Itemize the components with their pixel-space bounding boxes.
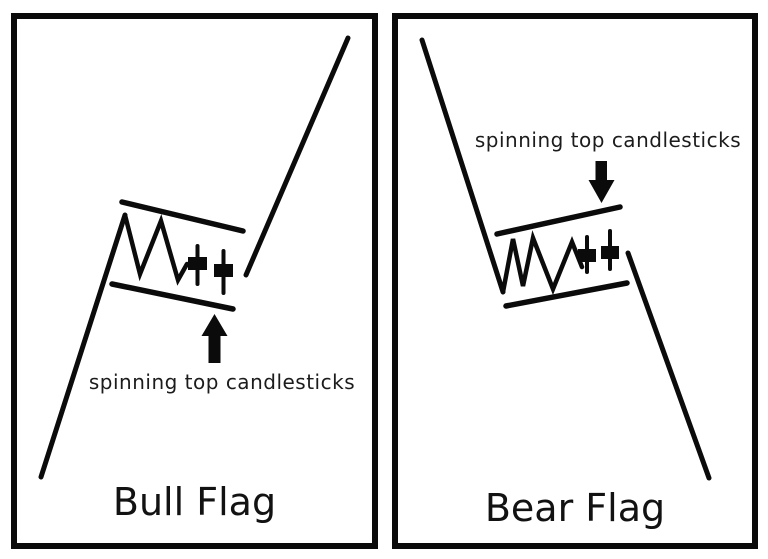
bear-flag-upper-boundary-line bbox=[494, 204, 623, 237]
bull-annotation-label: spinning top candlesticks bbox=[88, 370, 356, 394]
bull-flagpole-line bbox=[38, 212, 128, 480]
bear-flagpole-line bbox=[419, 37, 506, 295]
bull-breakout-trend-line bbox=[243, 35, 351, 278]
bull-flag-panel bbox=[11, 13, 378, 549]
bear-flag-title: Bear Flag bbox=[484, 486, 666, 530]
bull-up-arrow-icon bbox=[201, 314, 228, 363]
bear-flag-lower-boundary-line bbox=[503, 280, 630, 309]
bear-down-arrow-icon bbox=[588, 161, 615, 203]
bear-spinning-top-candle-2-body bbox=[601, 246, 619, 259]
bull-consolidation-zigzag bbox=[122, 212, 190, 286]
bull-spinning-top-candle-1-body bbox=[188, 257, 207, 270]
bull-flag-lower-boundary-line bbox=[109, 281, 236, 312]
bull-flag-title: Bull Flag bbox=[112, 480, 277, 524]
bull-flag-upper-boundary-line bbox=[119, 199, 246, 234]
bull-spinning-top-candle-2-body bbox=[214, 264, 233, 277]
bear-breakdown-trend-line bbox=[625, 250, 712, 481]
bear-flag-panel bbox=[392, 13, 758, 549]
bear-annotation-label: spinning top candlesticks bbox=[474, 128, 742, 152]
bear-consolidation-zigzag bbox=[500, 230, 585, 296]
bear-spinning-top-candle-1-body bbox=[578, 249, 596, 262]
